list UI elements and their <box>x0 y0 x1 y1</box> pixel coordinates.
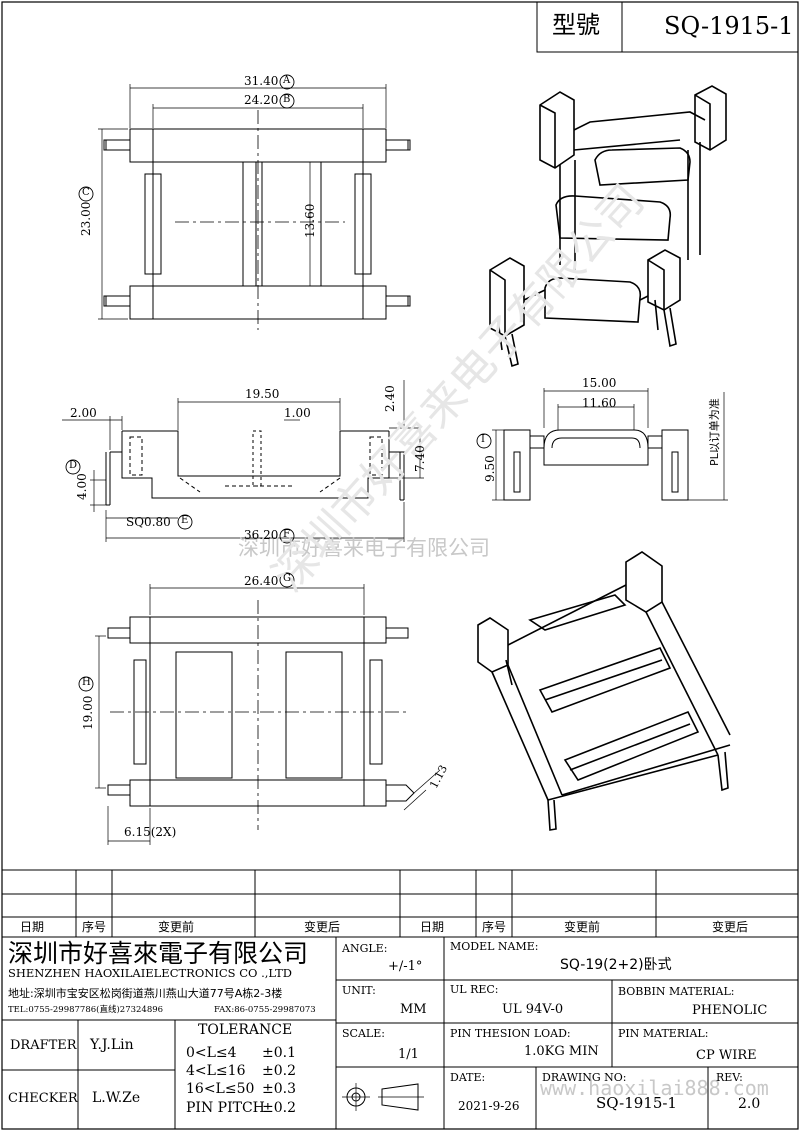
side-view <box>492 388 728 501</box>
tag-i: I <box>481 434 485 445</box>
dim-h: 19.00 <box>81 695 95 730</box>
rev-no-header: 序号 <box>82 920 107 934</box>
title-block <box>2 869 798 1129</box>
company-name-cn: 深圳市好喜來電子有限公司 <box>8 939 309 968</box>
rev-date-header: 日期 <box>20 920 45 934</box>
drawing-no-value: SQ-1915-1 <box>596 1094 677 1112</box>
isometric-bottom <box>477 551 731 831</box>
pin-load-value: 1.0KG MIN <box>524 1044 599 1059</box>
dim-d1: 13.60 <box>303 203 317 238</box>
model-label: 型號 <box>552 11 600 39</box>
dim-e3: 2.00 <box>70 406 97 420</box>
angle-label: ANGLE: <box>342 942 388 955</box>
watermark-text: 深圳市好喜来电子有限公司 <box>238 536 490 560</box>
dim-a: 31.40 <box>244 74 279 88</box>
tag-d: D <box>69 460 78 471</box>
dim-s3: 9.50 <box>483 455 497 482</box>
scale-label: SCALE: <box>342 1027 385 1040</box>
tag-b: B <box>283 94 291 105</box>
model-name-value: SQ-19(2+2)卧式 <box>560 957 672 973</box>
company-tel: TEL:0755-29987786(直线)27324896 <box>8 1005 164 1015</box>
ul-label: UL REC: <box>450 983 499 996</box>
rev-label: REV: <box>716 1071 743 1084</box>
bottom-view <box>95 584 441 845</box>
model-number: SQ-1915-1 <box>664 12 794 40</box>
dim-c: 23.00 <box>79 201 93 236</box>
tag-f: F <box>283 529 290 540</box>
pl-note: PL以订单为准 <box>708 398 721 466</box>
watermark-url: www.haoxilai888.com <box>540 1076 769 1100</box>
pin-load-label: PIN THESION LOAD: <box>450 1027 571 1040</box>
company-address: 地址:深圳市宝安区松岗街道燕川燕山大道77号A栋2-3楼 <box>8 987 283 1000</box>
rev-before-header: 变更前 <box>158 920 195 934</box>
tag-e: E <box>181 515 189 526</box>
checker-label: CHECKER <box>8 1091 78 1106</box>
tag-c: C <box>82 187 90 198</box>
tag-g: G <box>283 573 291 584</box>
dim-e6: 4.00 <box>75 473 89 500</box>
dim-pitch: 6.15(2X) <box>124 825 177 839</box>
dim-e1: 19.50 <box>245 387 280 401</box>
drafter-name: Y.J.Lin <box>90 1037 134 1053</box>
date-value: 2021-9-26 <box>458 1099 520 1113</box>
company-fax: FAX:86-0755-29987073 <box>214 1005 316 1015</box>
tolerance-value-4: ±0.2 <box>262 1100 296 1116</box>
rev-before-header-2: 变更前 <box>564 920 601 934</box>
tolerance-range-1: 0<L≤4 <box>186 1045 237 1061</box>
rev-value: 2.0 <box>738 1096 761 1112</box>
pin-material-label: PIN MATERIAL: <box>618 1027 709 1040</box>
scale-value: 1/1 <box>398 1047 419 1062</box>
top-view <box>98 84 411 330</box>
dim-e2: 1.00 <box>284 406 311 420</box>
dim-e5: 7.40 <box>413 445 427 472</box>
rev-no-header-2: 序号 <box>482 920 507 934</box>
front-view <box>62 380 424 542</box>
rev-after-header-2: 变更后 <box>712 920 749 934</box>
dim-b: 24.20 <box>244 93 279 107</box>
dim-s2: 11.60 <box>582 396 617 410</box>
tolerance-range-4: PIN PITCH <box>186 1100 265 1116</box>
pin-material-value: CP WIRE <box>696 1048 757 1063</box>
unit-label: UNIT: <box>342 984 376 997</box>
tolerance-title: TOLERANCE <box>198 1022 293 1038</box>
date-label: DATE: <box>450 1071 486 1084</box>
drawing-no-label: DRAWING NO: <box>542 1071 627 1084</box>
dim-g: 26.40 <box>244 574 279 588</box>
tolerance-value-3: ±0.3 <box>262 1081 296 1097</box>
rev-date-header-2: 日期 <box>420 920 445 934</box>
model-name-label: MODEL NAME: <box>450 940 539 953</box>
ul-value: UL 94V-0 <box>502 1002 564 1017</box>
unit-value: MM <box>400 1002 427 1017</box>
tolerance-value-2: ±0.2 <box>262 1063 296 1079</box>
drafter-label: DRAFTER <box>10 1038 77 1053</box>
company-name-en: SHENZHEN HAOXILAIELECTRONICS CO .,LTD <box>8 966 292 980</box>
bobbin-value: PHENOLIC <box>692 1003 768 1018</box>
tag-h: H <box>82 677 91 688</box>
dim-sq: SQ0.80 <box>126 515 171 529</box>
tolerance-range-3: 16<L≤50 <box>186 1081 255 1097</box>
dim-f: 36.20 <box>244 528 279 542</box>
projection-symbol <box>342 1083 424 1111</box>
isometric-top <box>489 85 727 368</box>
dim-s1: 15.00 <box>582 376 617 390</box>
angle-value: +/-1° <box>388 959 423 974</box>
bobbin-label: BOBBIN MATERIAL: <box>618 985 735 998</box>
tolerance-value-1: ±0.1 <box>262 1045 296 1061</box>
tag-a: A <box>283 75 291 86</box>
checker-name: L.W.Ze <box>92 1090 141 1106</box>
dim-e4: 2.40 <box>383 385 397 412</box>
tolerance-range-2: 4<L≤16 <box>186 1063 246 1079</box>
rev-after-header: 变更后 <box>304 920 341 934</box>
